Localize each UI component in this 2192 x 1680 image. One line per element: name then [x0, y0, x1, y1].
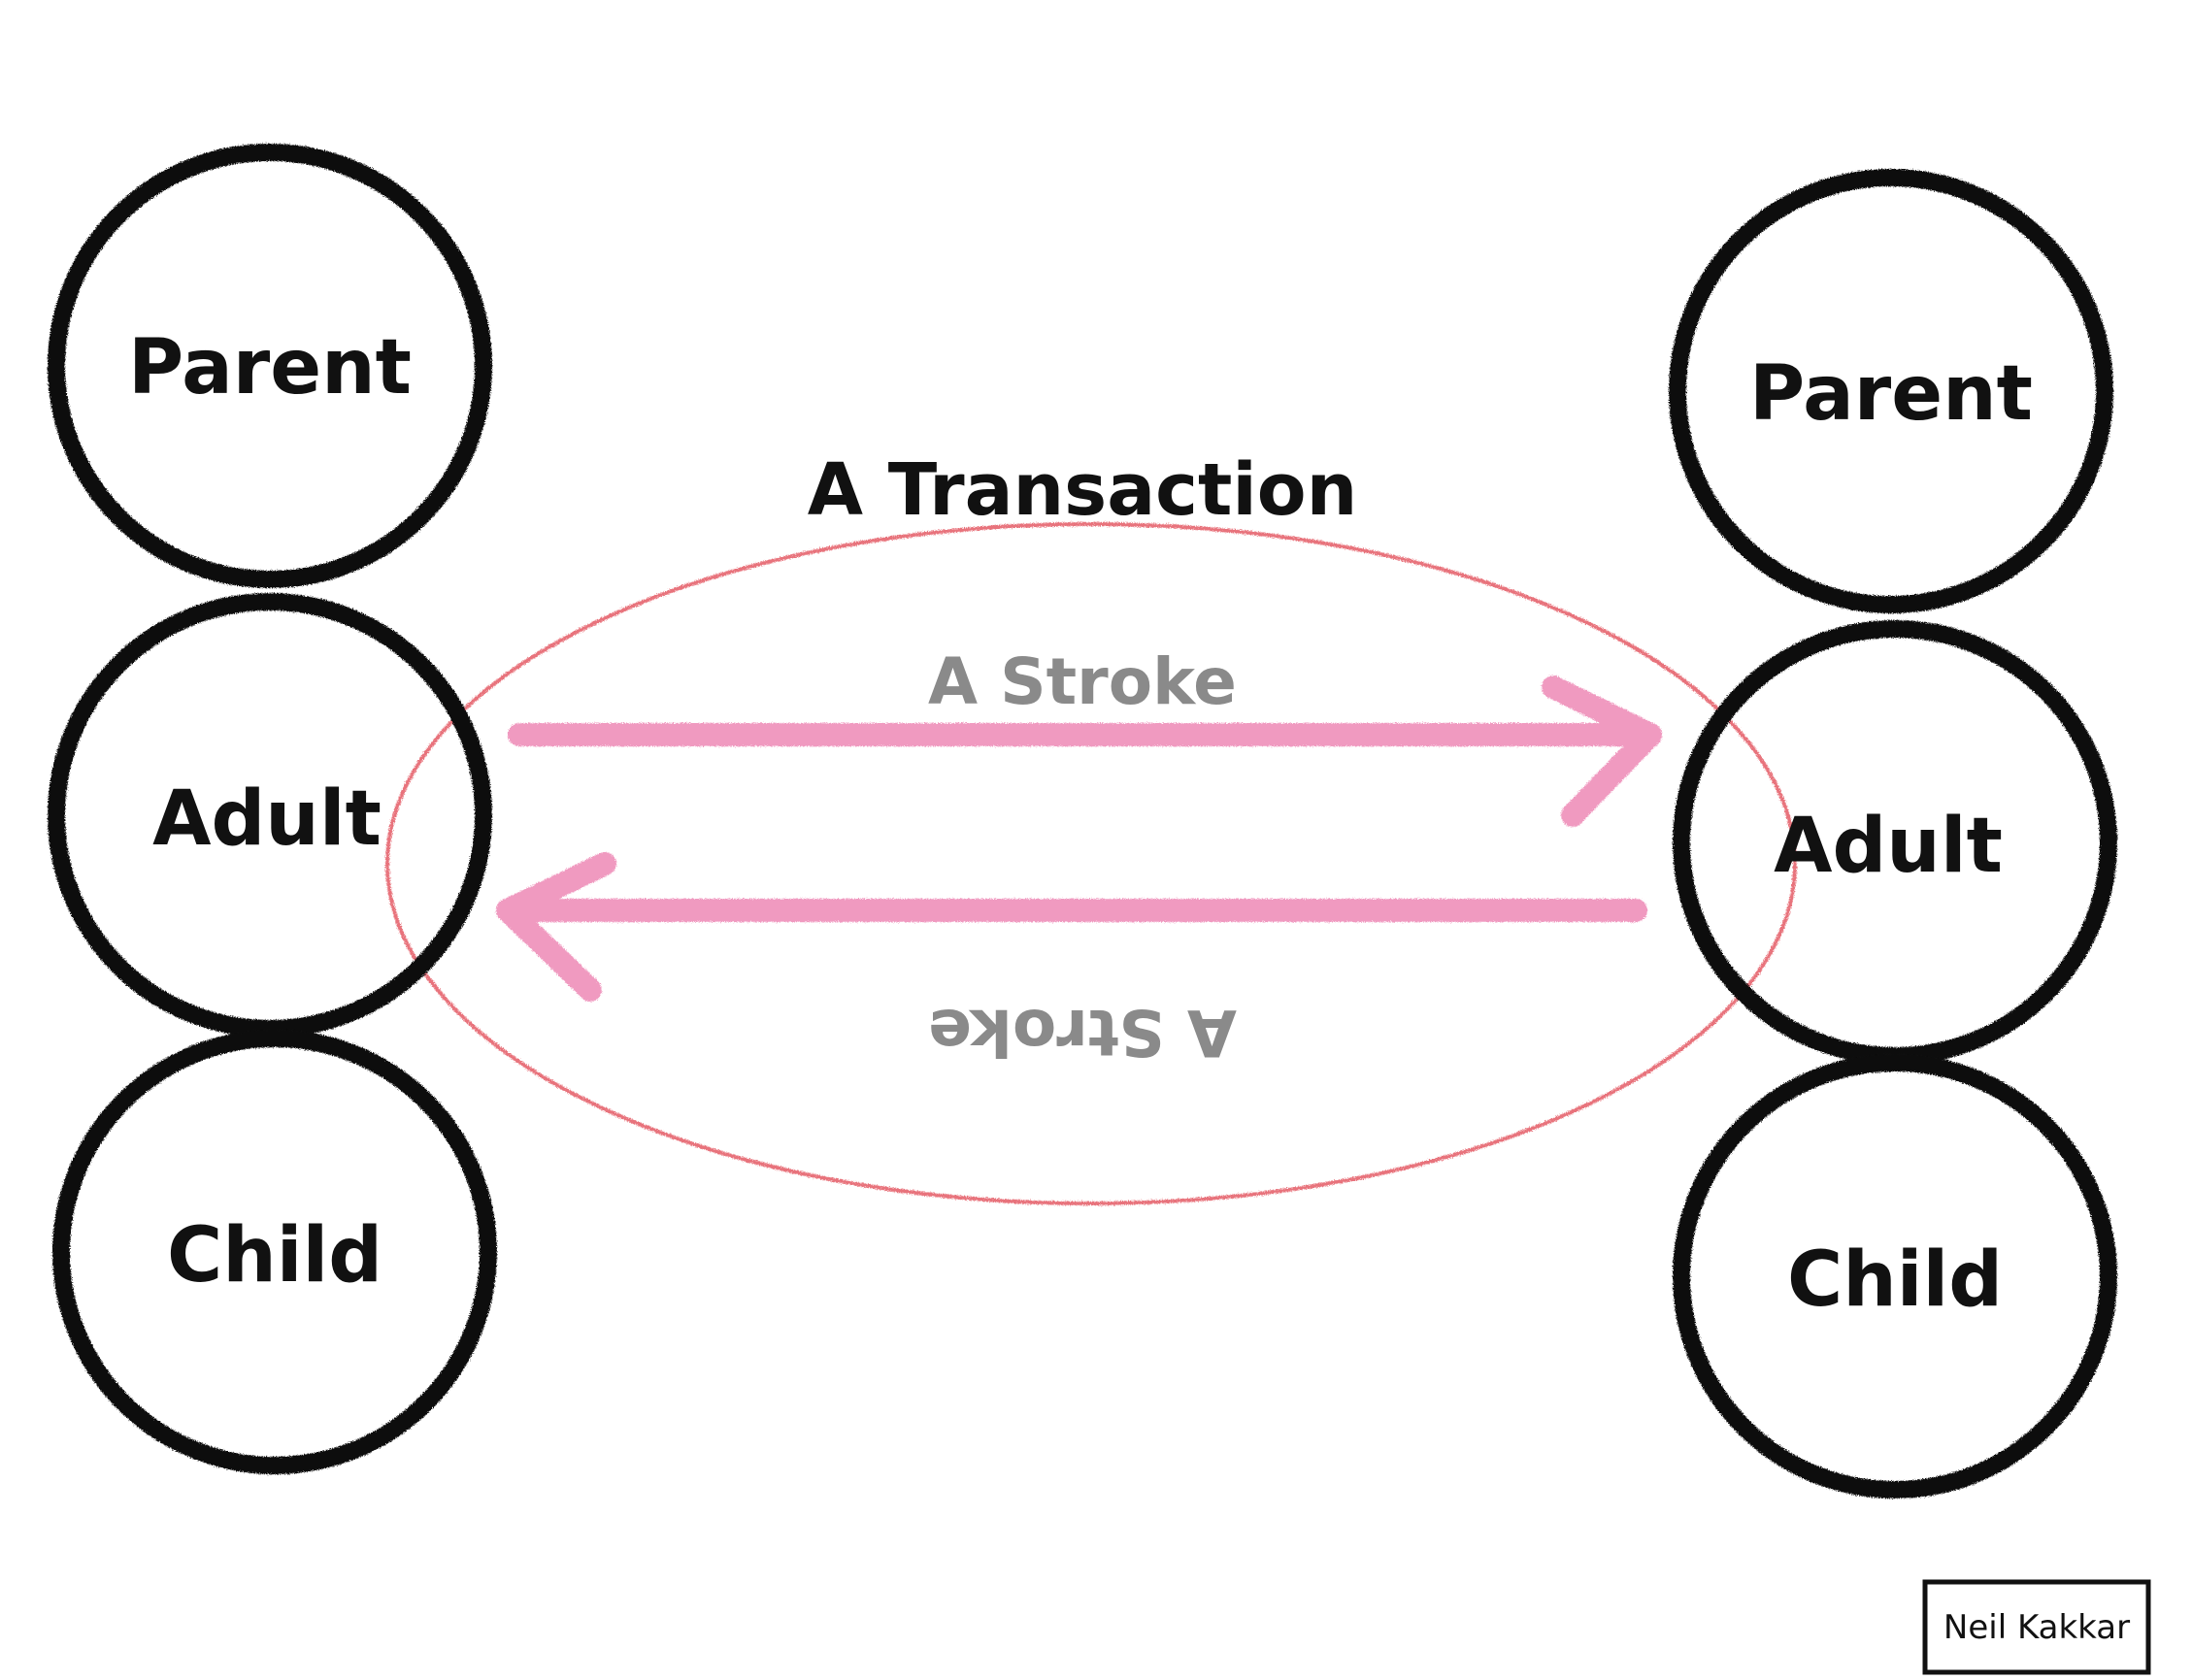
- stroke-arrow-forward: [508, 675, 1662, 827]
- right-parent-circle: [1669, 169, 2113, 613]
- left-child-label: Child: [167, 1212, 382, 1300]
- author-credit: Neil Kakkar: [1922, 1579, 2151, 1675]
- transaction-ellipse: [385, 522, 1797, 1205]
- right-adult-label: Adult: [1774, 803, 2003, 890]
- left-parent-label: Parent: [128, 324, 412, 412]
- right-person: Parent Adult Child: [1669, 169, 2117, 1499]
- left-person: Parent Adult Child: [48, 144, 497, 1474]
- stroke-return-label: A Stroke: [928, 995, 1237, 1070]
- left-child-circle: [52, 1030, 497, 1474]
- stroke-forward-label: A Stroke: [928, 644, 1237, 719]
- credit-author: Neil Kakkar: [1943, 1608, 2130, 1647]
- left-adult-circle: [48, 593, 492, 1038]
- left-parent-circle: [48, 144, 492, 588]
- transaction-label: A Transaction: [808, 448, 1358, 532]
- credit-box: [1922, 1579, 2151, 1675]
- right-child-circle: [1673, 1054, 2117, 1499]
- stroke-arrow-return: [496, 852, 1647, 1002]
- right-parent-label: Parent: [1749, 350, 2033, 438]
- right-child-label: Child: [1787, 1236, 2003, 1324]
- left-adult-label: Adult: [152, 775, 382, 863]
